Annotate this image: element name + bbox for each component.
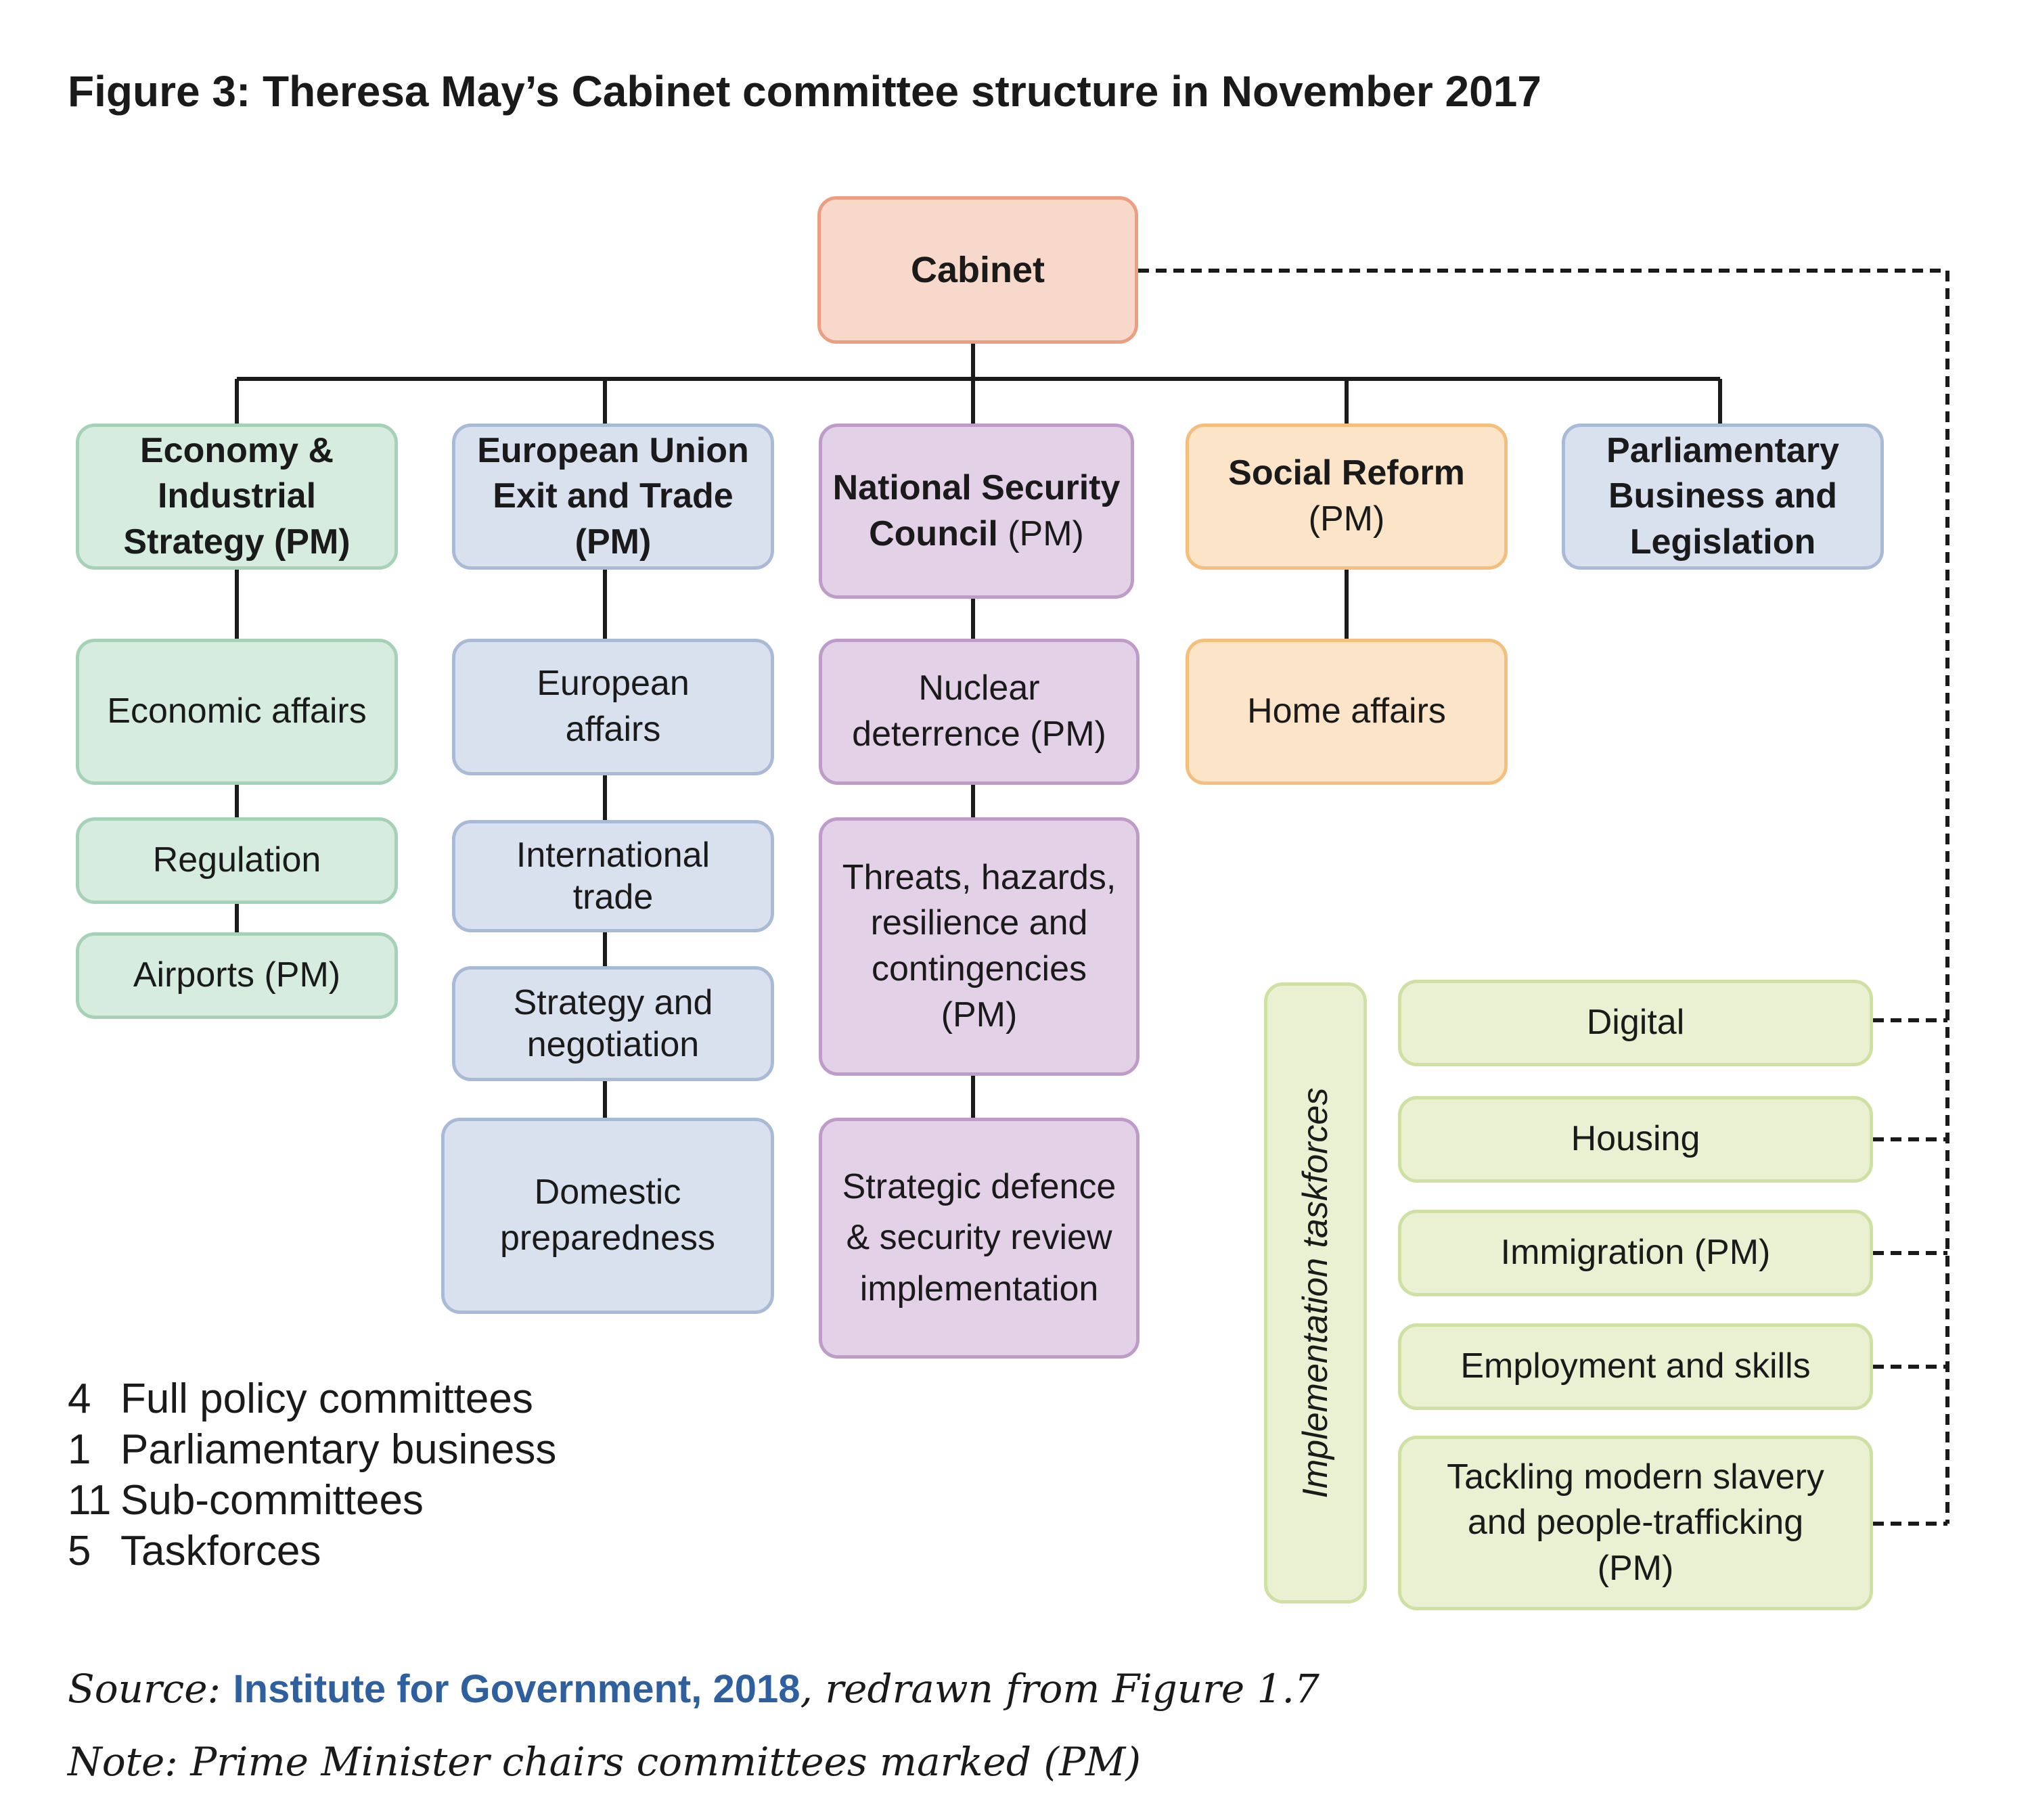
sub-airports-label: Airports (PM) bbox=[133, 955, 341, 995]
committee-social-pm: (PM) bbox=[1308, 499, 1385, 539]
sub-economic-affairs-label: Economic affairs bbox=[107, 691, 367, 731]
note-line: Note: Prime Minister chairs committees m… bbox=[68, 1739, 1142, 1785]
sub-economic-affairs: Economic affairs bbox=[76, 639, 398, 785]
sub-strategy-negotiation-label: Strategy and negotiation bbox=[513, 982, 713, 1064]
committee-nsc-label: National Security Council bbox=[832, 468, 1121, 553]
committee-economy-label: Economy & Industrial Strategy (PM) bbox=[123, 430, 351, 562]
sub-strategic-defence-label: Strategic defence & security review impl… bbox=[842, 1166, 1116, 1309]
sub-european-affairs-label: European affairs bbox=[537, 664, 690, 749]
taskforce-immigration-label: Immigration (PM) bbox=[1500, 1233, 1771, 1273]
sub-strategy-negotiation: Strategy and negotiation bbox=[452, 966, 774, 1081]
source-link[interactable]: Institute for Government, 2018 bbox=[233, 1667, 800, 1711]
committee-eu-exit-label: European Union Exit and Trade (PM) bbox=[477, 430, 749, 562]
sub-home-affairs: Home affairs bbox=[1186, 639, 1508, 785]
sub-international-trade-label: International trade bbox=[516, 835, 710, 917]
committee-eu-exit: European Union Exit and Trade (PM) bbox=[452, 424, 774, 570]
sub-domestic-preparedness: Domestic preparedness bbox=[441, 1118, 774, 1314]
sub-threats-hazards: Threats, hazards, resilience and conting… bbox=[819, 817, 1140, 1076]
taskforce-housing: Housing bbox=[1398, 1096, 1873, 1183]
sub-strategic-defence: Strategic defence & security review impl… bbox=[819, 1118, 1140, 1359]
taskforce-digital-label: Digital bbox=[1586, 1003, 1685, 1043]
sub-threats-hazards-label: Threats, hazards, resilience and conting… bbox=[842, 857, 1116, 1034]
committee-economy: Economy & Industrial Strategy (PM) bbox=[76, 424, 398, 570]
committee-parliamentary-business: Parliamentary Business and Legislation bbox=[1562, 424, 1884, 570]
sub-regulation: Regulation bbox=[76, 817, 398, 904]
taskforce-housing-label: Housing bbox=[1571, 1119, 1700, 1159]
sub-airports: Airports (PM) bbox=[76, 932, 398, 1019]
cabinet-box: Cabinet bbox=[817, 196, 1138, 344]
committee-national-security: National Security Council (PM) bbox=[819, 424, 1134, 599]
committee-social-reform: Social Reform (PM) bbox=[1186, 424, 1508, 570]
sub-home-affairs-label: Home affairs bbox=[1247, 691, 1446, 731]
taskforce-immigration: Immigration (PM) bbox=[1398, 1210, 1873, 1296]
committee-parl-label: Parliamentary Business and Legislation bbox=[1606, 430, 1839, 562]
implementation-taskforces-panel: Implementation taskforces bbox=[1264, 982, 1367, 1603]
taskforce-modern-slavery: Tackling modern slavery and people-traff… bbox=[1398, 1436, 1873, 1610]
sub-domestic-preparedness-label: Domestic preparedness bbox=[500, 1173, 715, 1258]
cabinet-label: Cabinet bbox=[910, 249, 1045, 290]
sub-international-trade: International trade bbox=[452, 820, 774, 932]
figure-title: Figure 3: Theresa May’s Cabinet committe… bbox=[68, 67, 1541, 116]
taskforce-employment-skills-label: Employment and skills bbox=[1460, 1346, 1811, 1386]
taskforce-digital: Digital bbox=[1398, 980, 1873, 1066]
sub-nuclear-deterrence-label: Nuclear deterrence (PM) bbox=[852, 668, 1106, 754]
committee-nsc-pm: (PM) bbox=[997, 514, 1084, 553]
sub-regulation-label: Regulation bbox=[152, 840, 321, 880]
taskforce-modern-slavery-label: Tackling modern slavery and people-traff… bbox=[1447, 1457, 1824, 1588]
taskforce-employment-skills: Employment and skills bbox=[1398, 1323, 1873, 1410]
implementation-taskforces-label: Implementation taskforces bbox=[1296, 1087, 1335, 1499]
source-line: Source: Institute for Government, 2018, … bbox=[68, 1666, 1320, 1712]
sub-european-affairs: European affairs bbox=[452, 639, 774, 775]
sub-nuclear-deterrence: Nuclear deterrence (PM) bbox=[819, 639, 1140, 785]
committee-social-label: Social Reform bbox=[1228, 453, 1465, 493]
